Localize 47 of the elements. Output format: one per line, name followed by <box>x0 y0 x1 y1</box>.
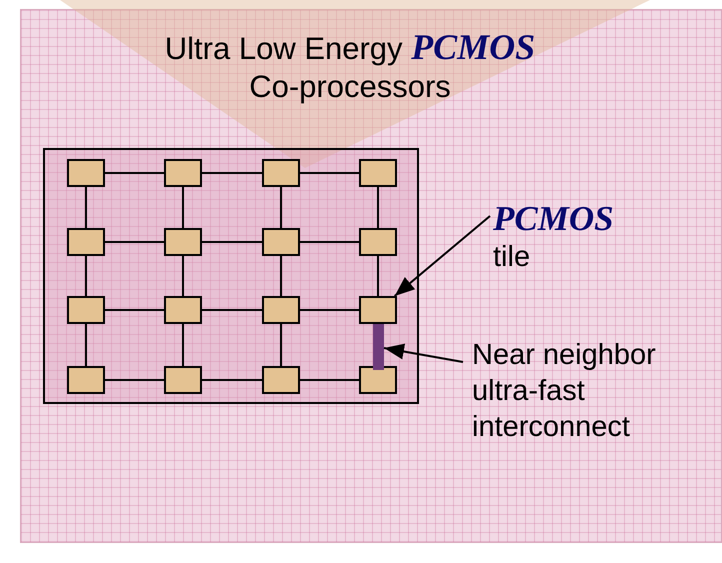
tile-box <box>262 296 300 324</box>
tile-box <box>359 228 397 256</box>
connector-line <box>202 309 262 311</box>
connector-line <box>300 379 359 381</box>
connector-line <box>377 256 379 296</box>
connector-line <box>300 241 359 243</box>
interconnect-bar <box>373 324 384 370</box>
connector-line <box>85 324 87 366</box>
tile-box <box>359 296 397 324</box>
heading-label: PCMOS <box>493 199 615 239</box>
tile-box <box>164 228 202 256</box>
tile-box <box>262 366 300 394</box>
connector-line <box>85 256 87 296</box>
connector-line <box>202 379 262 381</box>
connector-line <box>182 187 184 228</box>
title: Ultra Low Energy PCMOS Co-processors <box>164 28 536 106</box>
connector-line <box>105 241 164 243</box>
tile-box <box>164 296 202 324</box>
tile-box <box>359 366 397 394</box>
tile-box <box>359 159 397 187</box>
tile-box <box>262 228 300 256</box>
connector-line <box>182 324 184 366</box>
connector-line <box>105 379 164 381</box>
connector-line <box>202 172 262 174</box>
connector-line <box>280 256 282 296</box>
leader-arrow <box>384 344 464 363</box>
connector-line <box>280 324 282 366</box>
tile-box <box>262 159 300 187</box>
connector-line <box>202 241 262 243</box>
callout-label: Near neighbor ultra-fast interconnect <box>472 338 657 445</box>
tile-box <box>67 296 105 324</box>
leader-arrow <box>394 215 491 297</box>
connector-line <box>182 256 184 296</box>
tile-box <box>67 366 105 394</box>
tile-box <box>67 159 105 187</box>
tile-box <box>164 159 202 187</box>
connector-line <box>105 309 164 311</box>
tile-array-frame <box>43 148 419 404</box>
connector-line <box>85 187 87 228</box>
connector-line <box>300 309 359 311</box>
connector-line <box>105 172 164 174</box>
tile-box <box>67 228 105 256</box>
tile-box <box>164 366 202 394</box>
connector-line <box>300 172 359 174</box>
callout-label: tile <box>493 240 532 275</box>
connector-line <box>377 187 379 228</box>
connector-line <box>280 187 282 228</box>
